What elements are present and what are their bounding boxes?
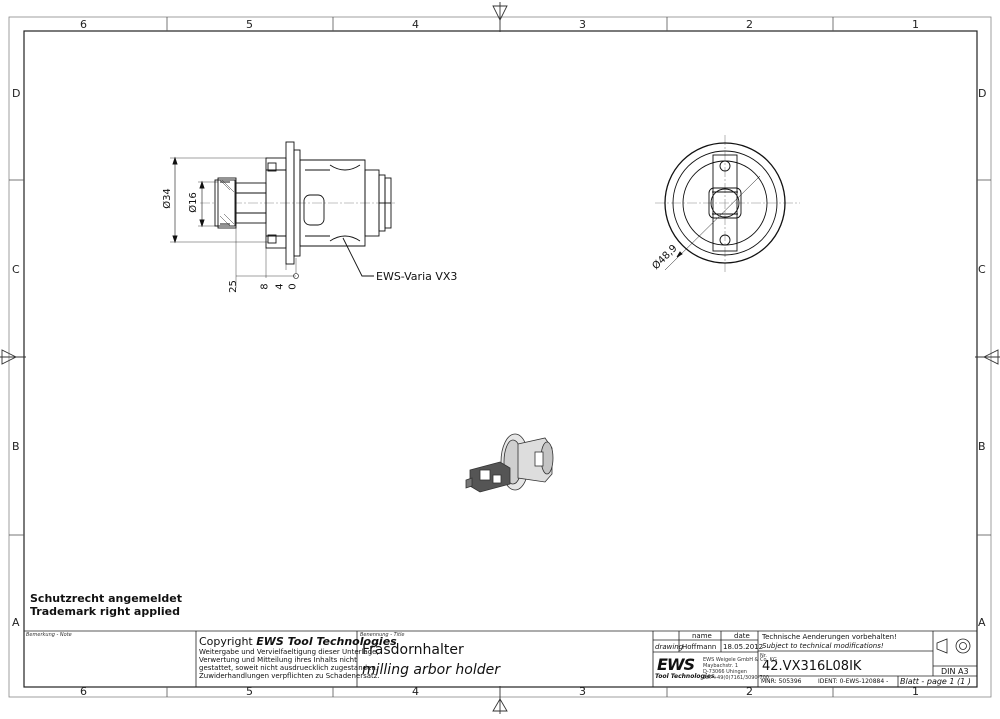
part-number: 42.VX316L08IK: [762, 659, 862, 674]
zone-col-6-top: 6: [80, 18, 87, 31]
company-line-3: D-73066 Uhingen: [703, 669, 747, 675]
zone-col-4-bottom: 4: [412, 685, 419, 698]
zone-col-2-bottom: 2: [746, 685, 753, 698]
dim-4: 4: [274, 283, 286, 290]
zone-col-1-bottom: 1: [912, 685, 919, 698]
title-en: milling arbor holder: [362, 662, 500, 678]
title-label: Benennung - Title: [360, 632, 405, 638]
zone-col-3-bottom: 3: [579, 685, 586, 698]
row-drawing: drawing: [655, 643, 684, 651]
ews-logo: EWS: [657, 655, 695, 674]
dim-0: 0: [287, 283, 299, 290]
nr-label: Nr.: [760, 653, 767, 659]
side-view: [170, 141, 395, 288]
notice-de: Schutzrecht angemeldet: [30, 592, 182, 605]
inner-frame: [23, 30, 978, 688]
zone-col-2-top: 2: [746, 18, 753, 31]
company-line-1: EWS Weigele GmbH & Co. KG: [703, 657, 777, 663]
zone-ticks: [9, 17, 991, 697]
dim-8: 8: [259, 283, 271, 290]
col-name: name: [692, 632, 712, 640]
zone-row-a-right: A: [978, 616, 986, 629]
zone-col-3-top: 3: [579, 18, 586, 31]
zone-row-d-left: D: [12, 87, 21, 100]
ews-logo-sub: Tool Technologies: [655, 673, 715, 680]
zone-col-6-bottom: 6: [80, 685, 87, 698]
copyright-line-3: gestattet, soweit nicht ausdruecklich zu…: [199, 664, 379, 672]
zone-row-c-right: C: [978, 263, 986, 276]
remark-label: Bemerkung - Note: [26, 632, 72, 638]
copyright-title: Copyright EWS Tool Technologies: [199, 635, 397, 648]
title-de: Fräsdornhalter: [362, 642, 464, 658]
mods-de: Technische Aenderungen vorbehalten!: [762, 633, 897, 641]
zone-row-a-left: A: [12, 616, 20, 629]
zone-row-b-left: B: [12, 440, 20, 453]
copyright-line-1: Weitergabe und Vervielfaeltigung dieser …: [199, 648, 379, 656]
ident: IDENT: 0-EWS-120884 -: [818, 678, 889, 685]
callout-ews-varia: EWS-Varia VX3: [376, 270, 458, 283]
col-date: date: [734, 632, 750, 640]
front-view: [655, 135, 800, 272]
title-block-grid: [24, 630, 977, 687]
zone-col-5-bottom: 5: [246, 685, 253, 698]
copyright-line-4: Zuwiderhandlungen verpflichten zu Schade…: [199, 672, 380, 680]
zone-row-d-right: D: [978, 87, 987, 100]
dim-dia16: Ø16: [187, 192, 199, 213]
dim-dia34: Ø34: [161, 188, 173, 209]
sheet-number: Blatt - page 1 (1 ): [900, 677, 971, 686]
zone-col-5-top: 5: [246, 18, 253, 31]
zone-col-4-top: 4: [412, 18, 419, 31]
zone-row-c-left: C: [12, 263, 20, 276]
drawing-date: 18.05.2012: [723, 643, 764, 651]
company-line-4: Tel. +49(0)7161/3090-700: [703, 675, 769, 681]
copyright-prefix: Copyright: [199, 635, 253, 648]
notice-en: Trademark right applied: [30, 605, 180, 618]
mnr: MNR: 505396: [761, 678, 802, 685]
copyright-brand: EWS Tool Technologies: [256, 635, 397, 648]
paper-format: DIN A3: [941, 667, 969, 676]
iso-view: [465, 433, 554, 493]
copyright-line-2: Verwertung und Mitteilung ihres Inhalts …: [199, 656, 357, 664]
drawer-name: Hoffmann: [682, 643, 717, 651]
dim-25: 25: [227, 280, 239, 293]
zone-col-1-top: 1: [912, 18, 919, 31]
zone-row-b-right: B: [978, 440, 986, 453]
company-line-2: Maybachstr. 1: [703, 663, 739, 669]
mods-en: Subject to technical modifications!: [762, 642, 884, 650]
